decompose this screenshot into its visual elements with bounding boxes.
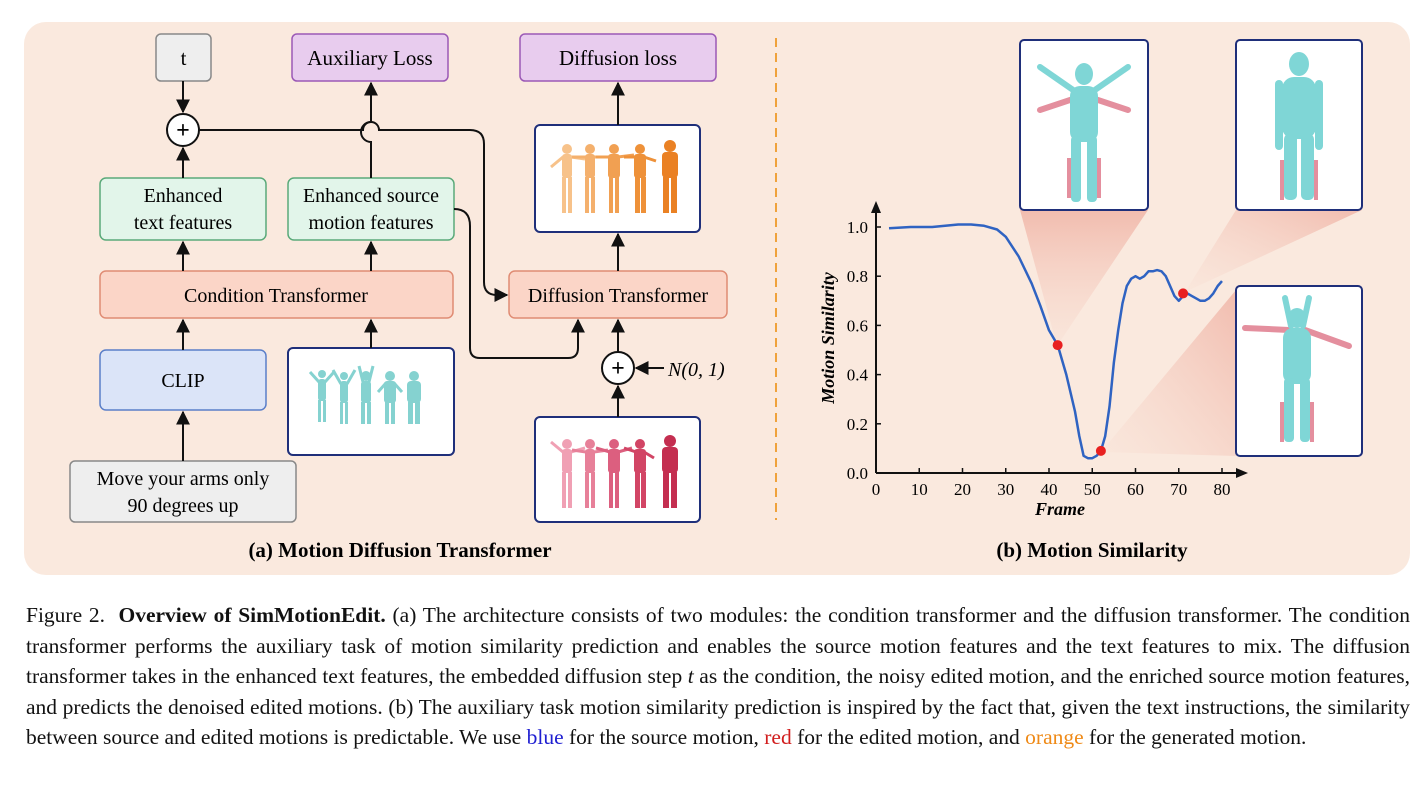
x-tick-label: 70 [1170,480,1187,499]
x-tick-label: 60 [1127,480,1144,499]
caption-red-word: red [764,725,792,749]
generated-motion-image [534,124,701,233]
noise-label: N(0, 1) [667,359,725,381]
diffusion-loss-label: Diffusion loss [559,46,677,70]
condition-transformer-box [99,270,454,319]
auxiliary-loss-box [291,33,449,82]
highlight-point [1095,445,1106,456]
x-axis-label: Frame [1034,499,1085,519]
enhanced-source-line2: motion features [309,212,434,234]
y-tick-label: 0.8 [847,267,868,286]
enhanced-source-line1: Enhanced source [303,185,439,207]
x-tick-label: 80 [1214,480,1231,499]
enhanced-text-line1: Enhanced [144,185,223,207]
x-axis-arrowhead [1236,468,1248,478]
y-tick-label: 0.6 [847,316,868,335]
caption-text-1: (a) The architecture consists of two mod… [26,603,1411,688]
y-tick-label: 1.0 [847,218,868,237]
zoom-beam-1 [1020,210,1148,346]
x-tick-label: 40 [1041,480,1058,499]
plus-node-noise-symbol: + [611,356,625,382]
prompt-line2: 90 degrees up [127,495,238,517]
y-tick-label: 0.2 [847,415,868,434]
plus-node-top-symbol: + [176,118,190,144]
diffusion-transformer-label: Diffusion Transformer [528,285,709,307]
caption-text-3: for the source motion, [563,725,765,749]
source-motion-image [287,347,455,456]
prompt-line1: Move your arms only [97,468,270,490]
figure-caption: Figure 2. Overview of SimMotionEdit. (a)… [26,600,1410,753]
figure-number: Figure 2. [26,603,105,627]
diffusion-loss-box [519,33,717,82]
caption-orange-word: orange [1025,725,1084,749]
y-axis-arrowhead [871,201,881,213]
caption-text-4: for the edited motion, and [791,725,1026,749]
figure-diagram: t Auxiliary Loss Diffusion loss + Enhanc… [24,22,1410,575]
caption-t-variable: t [687,664,694,688]
x-tick-label: 30 [997,480,1014,499]
highlight-point [1178,288,1189,299]
y-tick-label: 0.4 [847,366,869,385]
zoom-beam-3 [1101,290,1236,456]
panel-a-caption: (a) Motion Diffusion Transformer [248,538,551,562]
flow-arrows [176,81,664,461]
y-axis-label: Motion Similarity [818,271,838,405]
enhanced-text-line2: text features [134,212,232,234]
auxiliary-loss-label: Auxiliary Loss [307,46,432,70]
x-tick-label: 20 [954,480,971,499]
caption-blue-word: blue [526,725,564,749]
caption-text-5: for the generated motion. [1083,725,1307,749]
motion-similarity-chart: 0 10 20 30 40 50 60 70 80 0.0 0.2 0.4 0.6 0.8 1.0Frame… [818,201,1248,519]
x-tick-label: 10 [911,480,928,499]
pose-thumbnail-1 [1019,39,1149,211]
pose-thumbnail-3 [1235,285,1363,457]
x-tick-label: 50 [1084,480,1101,499]
y-tick-label: 0.0 [847,464,868,483]
zoom-beam-2 [1185,210,1362,292]
pose-thumbnail-2 [1235,39,1363,211]
highlight-point [1052,340,1063,351]
edited-motion-image [534,416,701,523]
figure-title: Overview of SimMotionEdit. [118,603,386,627]
x-tick-label: 0 [872,480,881,499]
clip-label: CLIP [161,370,204,392]
panel-b-caption: (b) Motion Similarity [996,538,1188,562]
timestep-label: t [181,46,187,70]
caption-text-2: as the condition, the noisy edited motio… [26,664,1410,749]
condition-transformer-label: Condition Transformer [184,285,368,307]
